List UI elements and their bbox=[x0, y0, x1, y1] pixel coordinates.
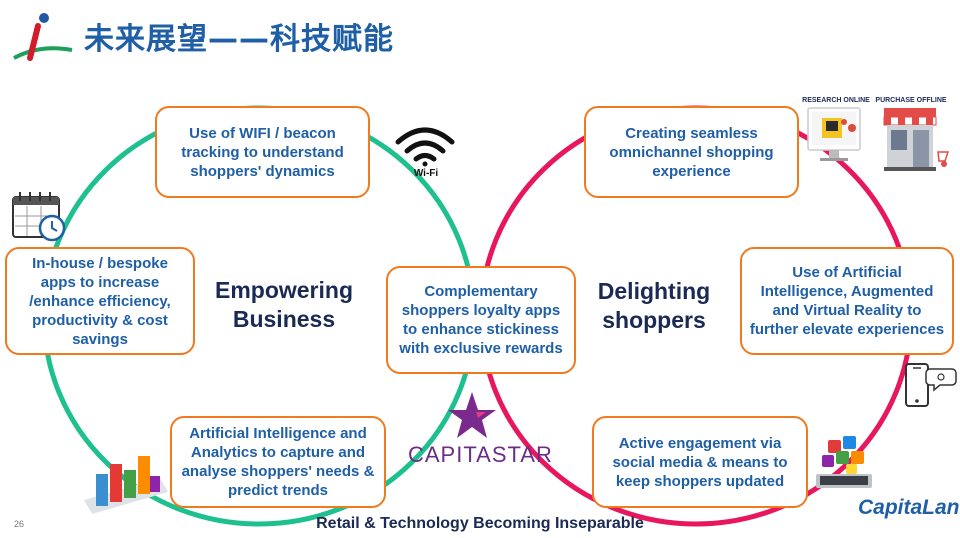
purchase-offline-label: PURCHASE OFFLINE bbox=[875, 97, 947, 104]
box-ai-analytics: Artificial Intelligence and Analytics to… bbox=[170, 416, 386, 508]
page-title: 未来展望——科技赋能 bbox=[84, 22, 394, 57]
label-empowering-business: Empowering Business bbox=[214, 277, 353, 332]
bar-chart-icon bbox=[84, 456, 168, 514]
research-online-label: RESEARCH ONLINE bbox=[802, 97, 870, 104]
page-number: 26 bbox=[14, 519, 25, 529]
calendar-clock-icon bbox=[12, 192, 66, 242]
social-media-icon bbox=[816, 436, 872, 488]
box-wifi-tracking: Use of WIFI / beacon tracking to underst… bbox=[155, 106, 370, 198]
wifi-icon bbox=[395, 127, 455, 167]
footer-caption: Retail & Technology Becoming Inseparable bbox=[316, 515, 644, 532]
box-omnichannel: Creating seamless omnichannel shopping e… bbox=[584, 106, 799, 198]
store-icon bbox=[883, 108, 950, 171]
capitastar-logo: CAPITASTAR bbox=[408, 442, 553, 467]
box-inhouse-apps: In-house / bespoke apps to increase /enh… bbox=[5, 247, 195, 355]
capitastar-star-icon bbox=[448, 392, 496, 438]
wifi-label: Wi-Fi bbox=[413, 168, 439, 179]
box-ai-ar-vr: Use of Artificial Intelligence, Augmente… bbox=[740, 247, 954, 355]
logo-i-icon bbox=[13, 13, 73, 61]
box-loyalty-apps: Complementary shoppers loyalty apps to e… bbox=[386, 266, 576, 374]
smartphone-chat-icon bbox=[905, 363, 957, 407]
label-delighting-shoppers: Delighting shoppers bbox=[597, 278, 711, 333]
capitaland-logo: CapitaLand bbox=[858, 496, 960, 519]
research-online-icon bbox=[807, 107, 861, 161]
box-social-media: Active engagement via social media & mea… bbox=[592, 416, 808, 508]
